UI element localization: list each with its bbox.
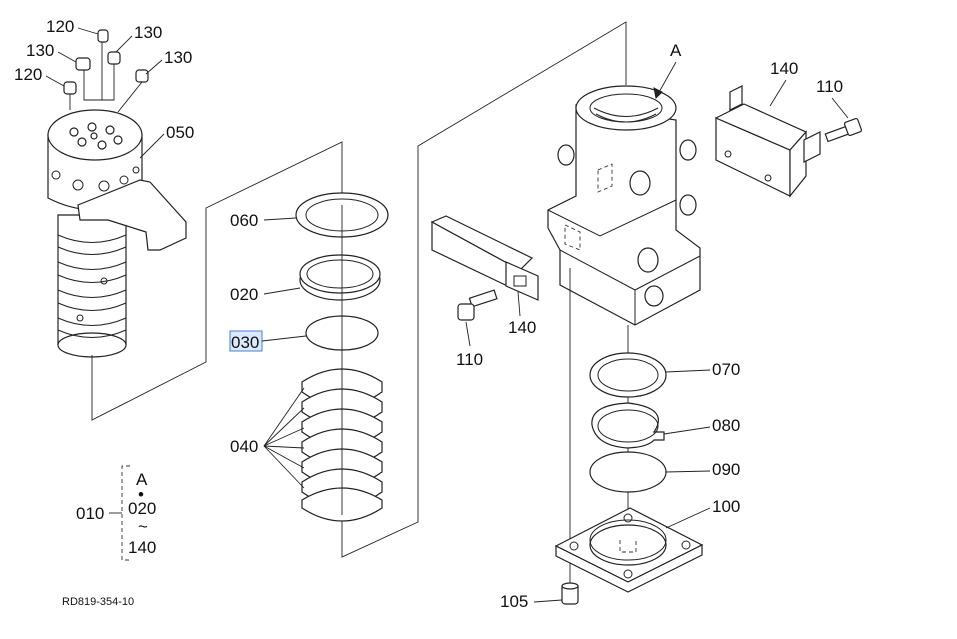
assembly-legend: A • 020 ~ 140 [121, 465, 156, 561]
label-030: 030 [231, 333, 259, 352]
cover-100 [554, 507, 704, 593]
snap-ring-080 [591, 402, 665, 449]
label-105: 105 [500, 592, 528, 611]
svg-text:020: 020 [128, 499, 156, 518]
label-130-right: 130 [164, 48, 192, 67]
bolt-110-upper [824, 117, 863, 143]
label-140-upper: 140 [770, 59, 798, 78]
label-020: 020 [230, 285, 258, 304]
label-060: 060 [230, 211, 258, 230]
svg-text:A: A [136, 470, 148, 489]
label-110-lower: 110 [456, 350, 483, 369]
oring-090 [589, 451, 667, 493]
label-080: 080 [712, 416, 740, 435]
label-120-top: 120 [46, 17, 74, 36]
view-marker-A: A [670, 41, 682, 60]
stopper-bracket-140-upper [714, 85, 821, 198]
bolt-110-lower [457, 289, 498, 321]
label-130-top-right: 130 [134, 23, 162, 42]
guide-line-left [91, 141, 343, 421]
label-110-upper: 110 [816, 77, 843, 96]
seal-070 [589, 352, 667, 398]
seal-020 [299, 254, 381, 301]
label-130-left: 130 [26, 41, 54, 60]
label-120-left: 120 [14, 65, 42, 84]
label-070: 070 [712, 360, 740, 379]
label-100: 100 [712, 497, 740, 516]
label-050: 050 [166, 123, 194, 142]
guide-line-center [341, 21, 627, 558]
label-140-lower: 140 [508, 318, 536, 337]
drawing-code: RD819-354-10 [62, 596, 134, 608]
bolt-120-130-group [63, 29, 149, 113]
rotor-shaft-050 [47, 29, 187, 358]
svg-text:•: • [138, 485, 144, 504]
label-040: 040 [230, 437, 258, 456]
label-090: 090 [712, 460, 740, 479]
bolt-105 [561, 582, 579, 605]
svg-text:~: ~ [138, 517, 148, 536]
svg-text:140: 140 [128, 538, 156, 557]
swivel-housing [547, 85, 701, 326]
label-010: 010 [76, 504, 104, 523]
stopper-bracket-140-lower [430, 215, 539, 301]
